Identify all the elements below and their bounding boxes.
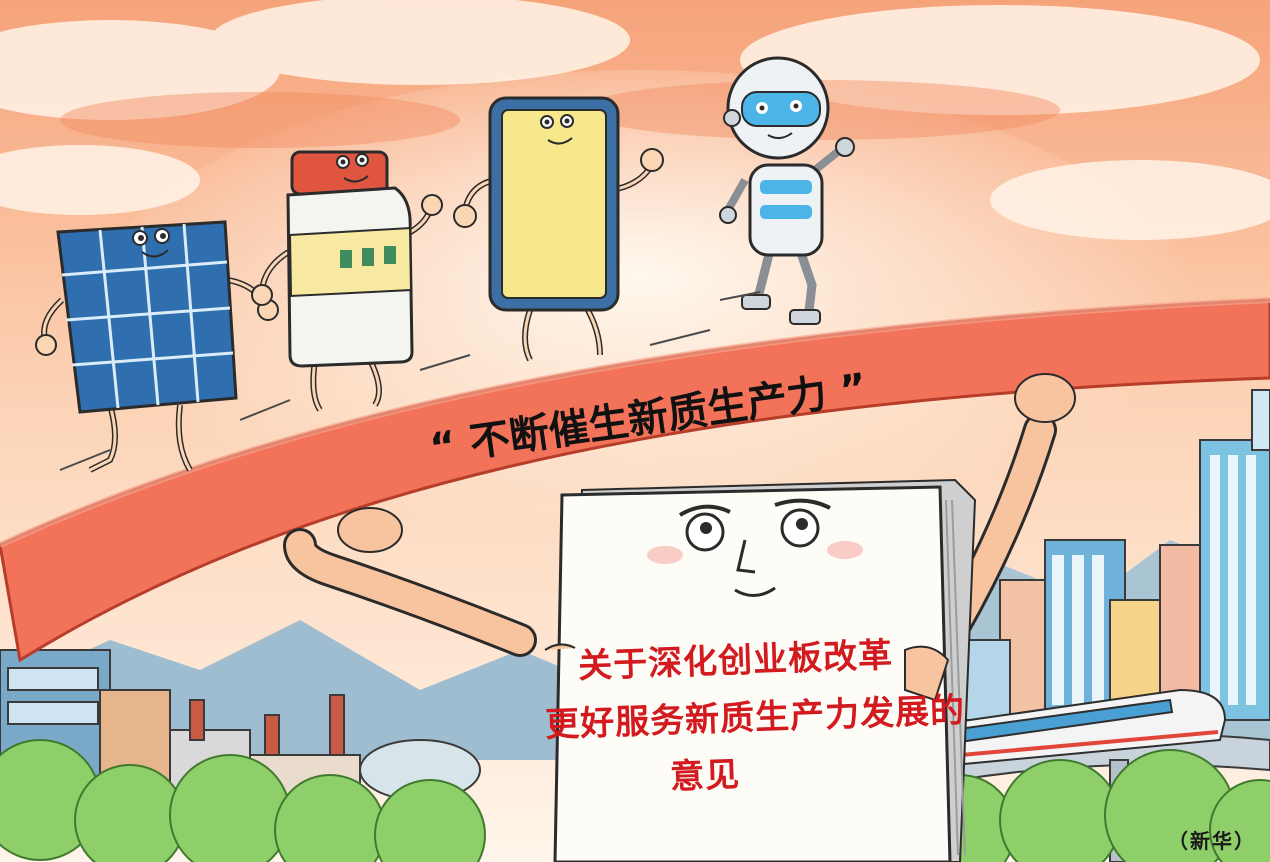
trees-foliage xyxy=(0,739,1270,862)
fingers-over-document xyxy=(544,643,950,702)
motion-lines xyxy=(59,291,761,471)
policy-document-character xyxy=(553,478,977,862)
solar-panel-character xyxy=(35,220,279,473)
clouds xyxy=(0,0,1270,240)
robot-character xyxy=(719,56,855,325)
credit-source-label: （新华） xyxy=(1168,829,1256,853)
document-title-line-3: 意见 xyxy=(669,754,741,798)
smartphone-character xyxy=(453,96,664,362)
medicine-bottle-character xyxy=(251,150,443,412)
building-windows xyxy=(1052,455,1256,705)
